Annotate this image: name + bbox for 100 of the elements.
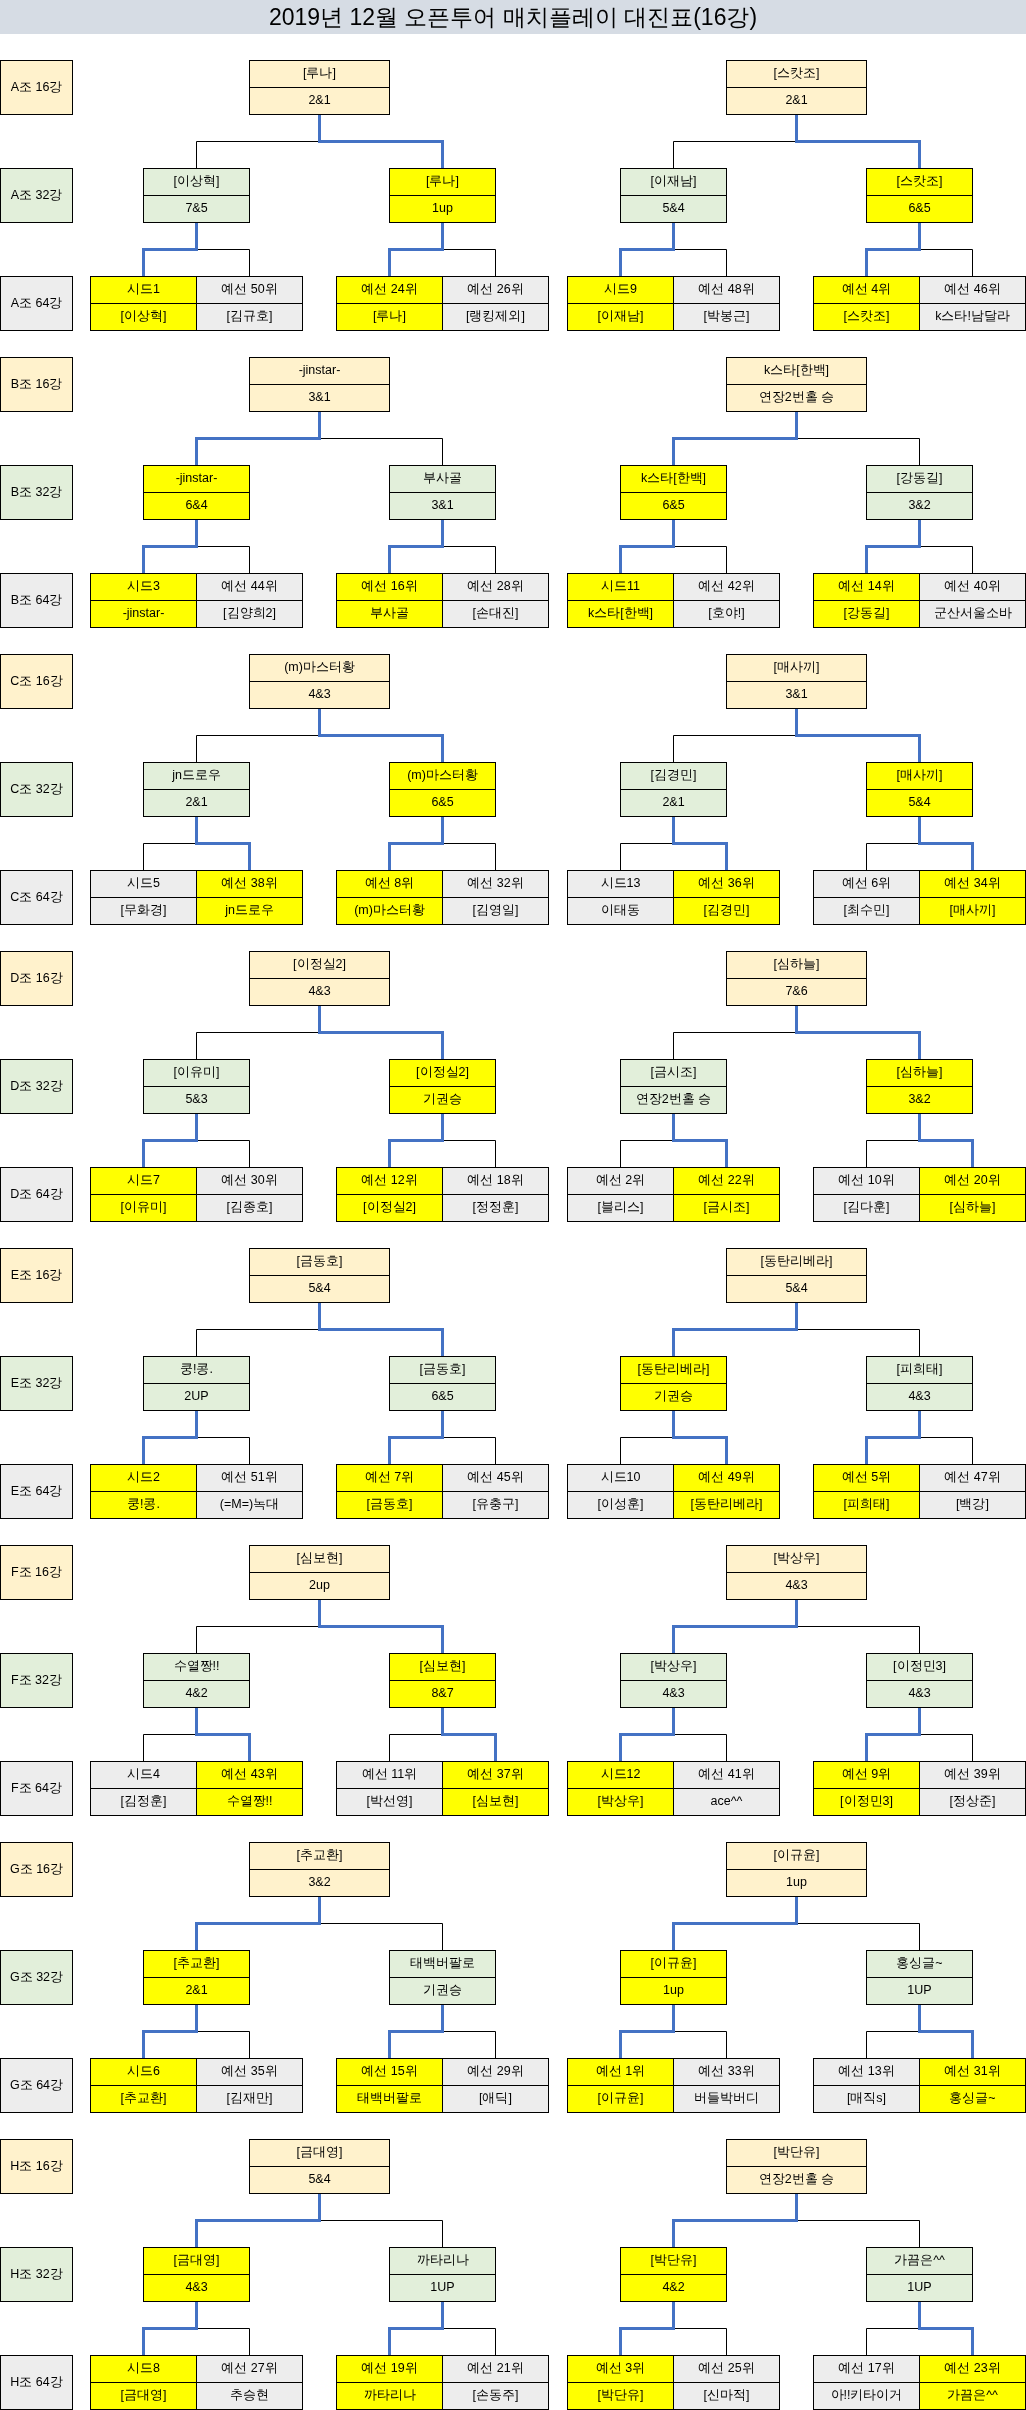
bracket-line bbox=[320, 1923, 443, 1951]
bracket-line bbox=[443, 2031, 496, 2059]
round-label: F조 64강 bbox=[11, 1781, 62, 1796]
player-name: -jinstar- bbox=[298, 364, 341, 378]
round-label: C조 64강 bbox=[10, 890, 63, 905]
match-box bbox=[726, 1545, 867, 1600]
player-box bbox=[919, 2355, 1026, 2410]
player-box bbox=[813, 870, 920, 925]
match-score: 5&4 bbox=[308, 1282, 331, 1296]
player-box bbox=[196, 870, 303, 925]
match-box bbox=[389, 465, 496, 520]
bracket-line bbox=[918, 1114, 921, 1142]
bracket-line bbox=[142, 1139, 195, 1167]
bracket-line bbox=[619, 545, 672, 573]
player-name: [이상혁] bbox=[173, 175, 220, 189]
round-label: H조 16강 bbox=[10, 2159, 63, 2174]
entry-rank: 예선 21위 bbox=[467, 2362, 524, 2376]
match-score: 4&3 bbox=[908, 1687, 931, 1701]
player-box bbox=[442, 1761, 549, 1816]
player-name: [금대영] bbox=[296, 2146, 343, 2160]
match-box bbox=[726, 1248, 867, 1303]
bracket-line bbox=[674, 2031, 727, 2059]
match-score: 1up bbox=[786, 1876, 807, 1890]
player-name: [동탄리베라] bbox=[637, 1363, 710, 1377]
entry-rank: 예선 5위 bbox=[841, 1471, 892, 1485]
entry-rank: 예선 51위 bbox=[221, 1471, 278, 1485]
bracket-line bbox=[388, 842, 441, 870]
bracket-line bbox=[672, 437, 795, 465]
player-box bbox=[673, 870, 780, 925]
bracket-line bbox=[795, 412, 798, 440]
player-name: ace^^ bbox=[710, 1795, 743, 1809]
bracket-line bbox=[321, 1031, 444, 1059]
bracket-line bbox=[795, 1897, 798, 1925]
match-box bbox=[620, 168, 727, 223]
bracket-line bbox=[196, 141, 319, 169]
player-box bbox=[567, 1464, 674, 1519]
entry-rank: 예선 46위 bbox=[944, 283, 1001, 297]
entry-rank: 예선 3위 bbox=[595, 2362, 646, 2376]
match-score: 5&4 bbox=[308, 2173, 331, 2187]
match-box bbox=[143, 2247, 250, 2302]
match-box bbox=[726, 1842, 867, 1897]
entry-rank: 예선 12위 bbox=[361, 1174, 418, 1188]
match-score: 기권승 bbox=[654, 1390, 693, 1404]
bracket-line bbox=[195, 817, 198, 845]
player-name: [강동길] bbox=[843, 607, 890, 621]
bracket-line bbox=[865, 248, 918, 276]
entry-rank: 시드3 bbox=[127, 580, 160, 594]
bracket-line bbox=[673, 141, 796, 169]
player-box bbox=[919, 1761, 1026, 1816]
match-score: 5&4 bbox=[908, 796, 931, 810]
player-box bbox=[90, 1761, 197, 1816]
round-label: A조 64강 bbox=[10, 296, 63, 311]
player-name: [이유미] bbox=[120, 1201, 167, 1215]
entry-rank: 예선 49위 bbox=[698, 1471, 755, 1485]
entry-rank: 예선 11위 bbox=[361, 1768, 418, 1782]
entry-rank: 예선 44위 bbox=[221, 580, 278, 594]
player-name: [동탄리베라] bbox=[690, 1498, 763, 1512]
bracket-line bbox=[388, 1139, 441, 1167]
player-box bbox=[336, 276, 443, 331]
round-label: B조 32강 bbox=[10, 485, 63, 500]
round-box bbox=[0, 951, 73, 1006]
entry-rank: 예선 42위 bbox=[698, 580, 755, 594]
round-box bbox=[0, 1950, 73, 2005]
entry-rank: 예선 30위 bbox=[221, 1174, 278, 1188]
bracket-line bbox=[672, 1114, 675, 1142]
match-box bbox=[249, 1842, 390, 1897]
player-name: 부사골 bbox=[423, 472, 462, 486]
match-box bbox=[726, 654, 867, 709]
entry-rank: 예선 38위 bbox=[221, 877, 278, 891]
player-name: [이성훈] bbox=[597, 1498, 644, 1512]
round-box bbox=[0, 1464, 73, 1519]
player-box bbox=[90, 1167, 197, 1222]
bracket-line bbox=[389, 1734, 442, 1762]
player-name: [금대영] bbox=[120, 2389, 167, 2403]
player-name: (m)마스터황 bbox=[407, 769, 478, 783]
player-name: [이정실2] bbox=[363, 1201, 416, 1215]
match-score: 6&5 bbox=[431, 1390, 454, 1404]
bracket-line bbox=[866, 2031, 919, 2059]
entry-rank: 예선 50위 bbox=[221, 283, 278, 297]
bracket-line bbox=[866, 2328, 919, 2356]
bracket-line bbox=[675, 842, 728, 870]
round-label: C조 32강 bbox=[10, 782, 63, 797]
bracket-line bbox=[672, 2302, 675, 2330]
match-score: 3&1 bbox=[431, 499, 454, 513]
player-name: [루나] bbox=[303, 67, 336, 81]
entry-rank: 예선 40위 bbox=[944, 580, 1001, 594]
bracket-line bbox=[795, 709, 798, 737]
player-name: [박단유] bbox=[773, 2146, 820, 2160]
player-box bbox=[196, 276, 303, 331]
player-name: jn드로우 bbox=[225, 904, 274, 918]
match-box bbox=[620, 1356, 727, 1411]
player-name: [동탄리베라] bbox=[760, 1255, 833, 1269]
match-score: 4&3 bbox=[662, 1687, 685, 1701]
entry-rank: 예선 31위 bbox=[944, 2065, 1001, 2079]
bracket-line bbox=[920, 1437, 973, 1465]
bracket-line bbox=[142, 1436, 195, 1464]
bracket-line bbox=[196, 1032, 319, 1060]
entry-rank: 예선 16위 bbox=[361, 580, 418, 594]
entry-rank: 예선 29위 bbox=[467, 2065, 524, 2079]
player-name: [이재남] bbox=[597, 310, 644, 324]
